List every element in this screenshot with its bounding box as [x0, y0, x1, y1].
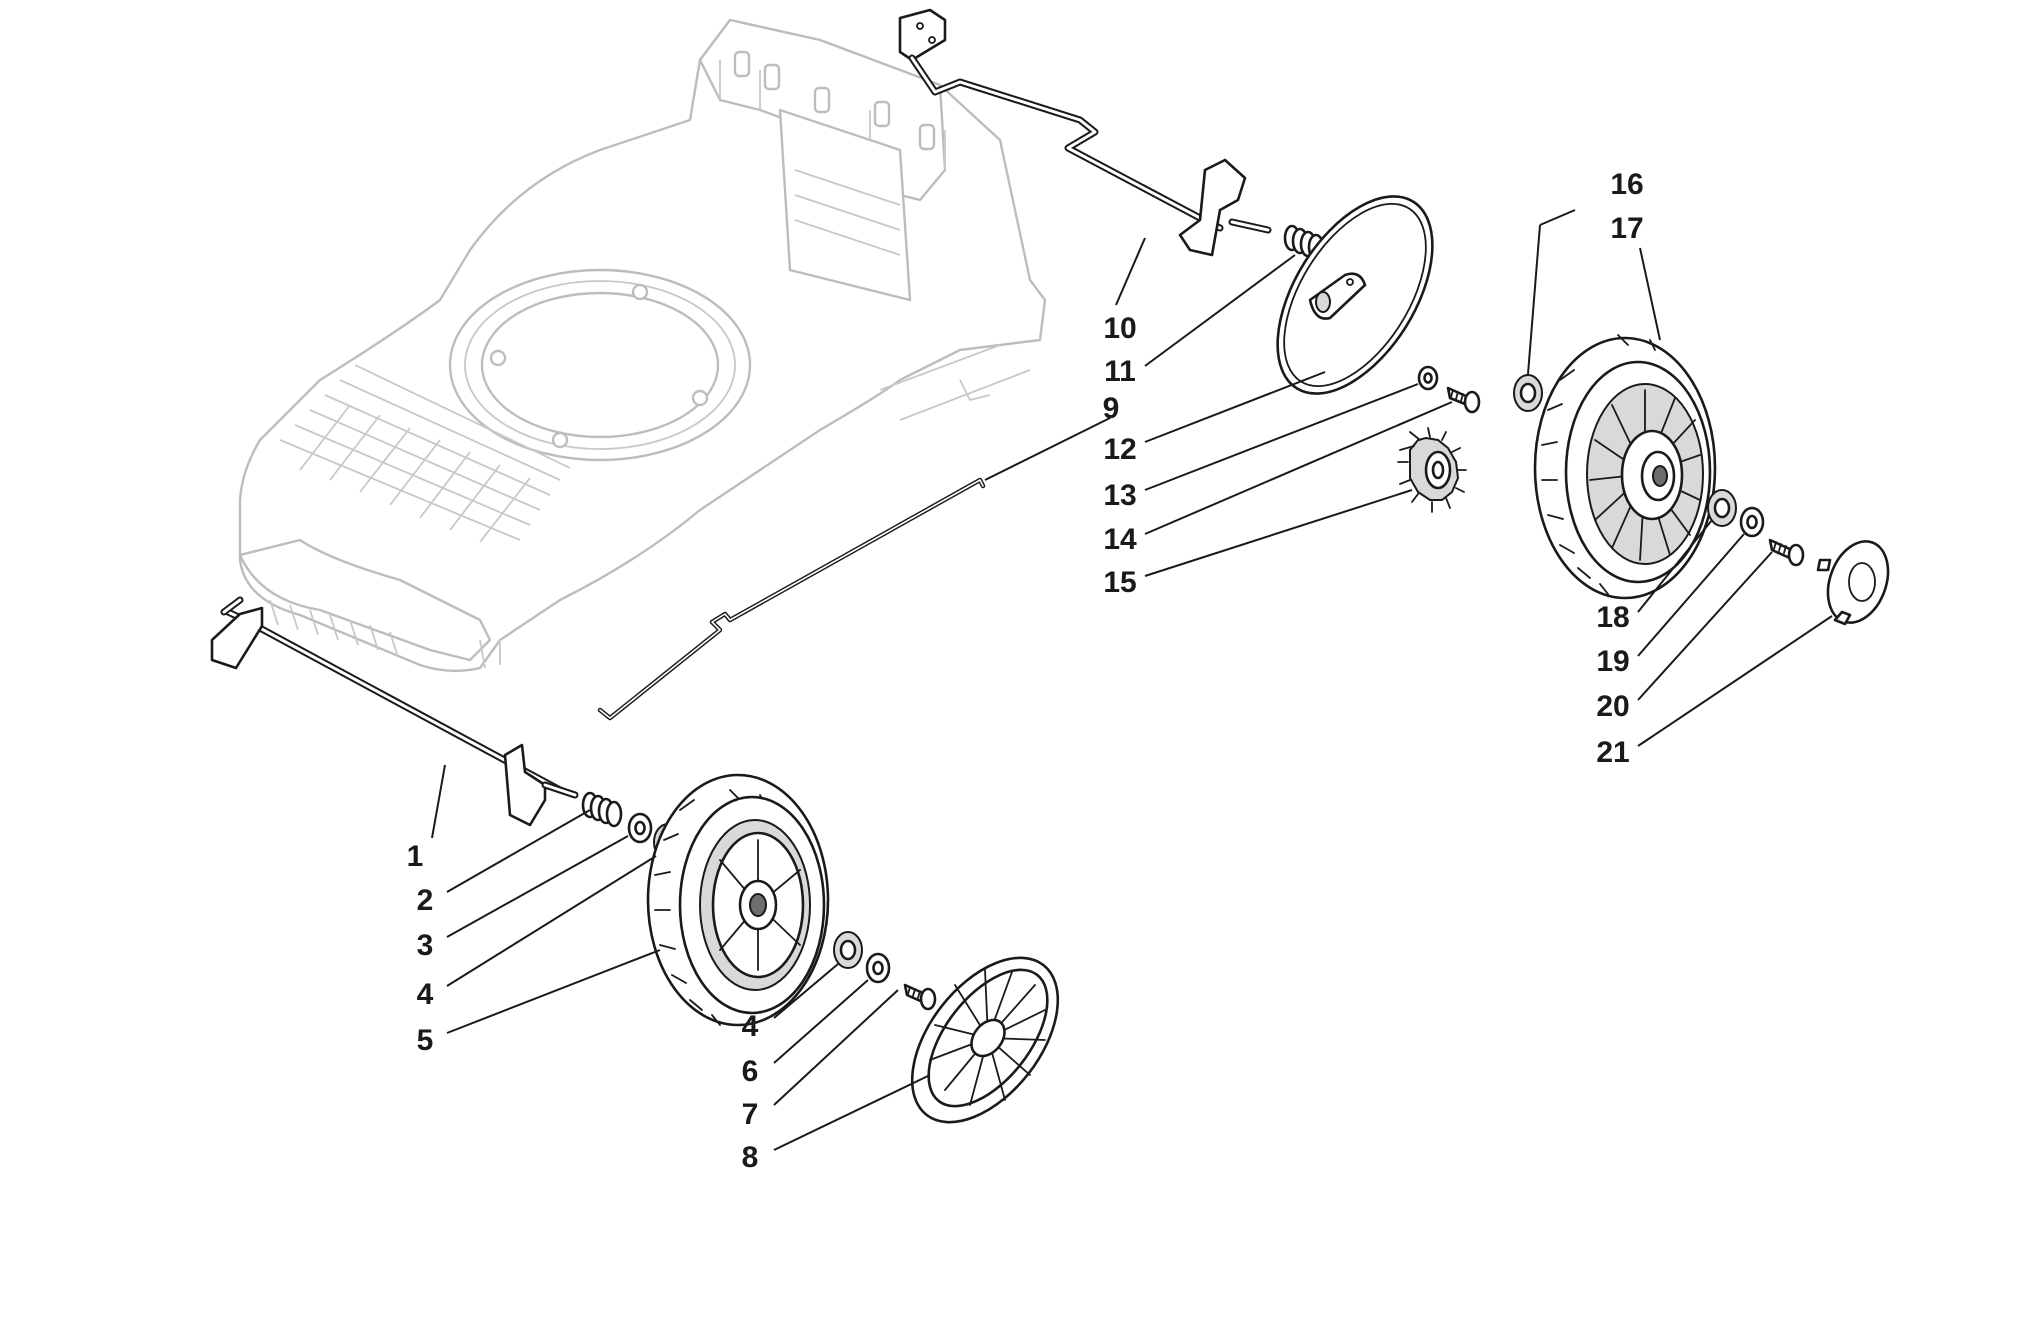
front-washer	[627, 812, 653, 844]
rear-outer-washer	[1739, 506, 1765, 538]
callout-12: 12	[1103, 433, 1136, 466]
callout-5: 5	[417, 1024, 434, 1057]
height-link-wire	[597, 477, 986, 721]
callout-18: 18	[1596, 601, 1629, 634]
rear-bearing-inner	[1513, 374, 1543, 412]
leader-lines	[431, 209, 1833, 1151]
callout-6: 6	[742, 1055, 759, 1088]
rear-small-washer	[1417, 365, 1439, 391]
callout-9: 9	[1103, 392, 1120, 425]
callout-3: 3	[417, 929, 434, 962]
front-spring	[581, 791, 623, 828]
front-hub-cap	[910, 956, 1060, 1124]
callout-8: 8	[742, 1141, 759, 1174]
callout-2: 2	[417, 884, 434, 917]
callout-4b: 4	[742, 1010, 759, 1043]
rear-pinion-gear	[1397, 427, 1467, 513]
callout-19: 19	[1596, 645, 1629, 678]
callout-21: 21	[1596, 736, 1629, 769]
front-axle-rod	[210, 596, 579, 827]
front-wheel	[646, 773, 830, 1027]
rear-wheel	[1533, 334, 1717, 600]
front-wheel-bolt	[903, 983, 937, 1011]
callout-20: 20	[1596, 690, 1629, 723]
front-outer-washer	[865, 952, 891, 984]
callout-11: 11	[1104, 355, 1136, 388]
rear-gear-bolt	[1446, 386, 1481, 414]
callout-15: 15	[1103, 566, 1136, 599]
callout-14: 14	[1103, 523, 1137, 556]
rear-bearing-outer	[1707, 489, 1737, 527]
callout-1: 1	[407, 840, 424, 873]
callout-7: 7	[742, 1098, 759, 1131]
callout-labels: 1 2 3 4 5 4 6 7 8 9 10 11 12 13 14 15 16…	[407, 168, 1644, 1174]
callout-16: 16	[1610, 168, 1643, 201]
callout-17: 17	[1610, 212, 1643, 245]
rear-axle-rod	[898, 8, 1272, 257]
callout-13: 13	[1103, 479, 1136, 512]
callout-4a: 4	[417, 978, 434, 1011]
mower-deck	[238, 18, 1047, 673]
rear-hub-cap	[1816, 540, 1890, 626]
front-bearing-outer	[833, 931, 863, 969]
rear-wheel-bolt	[1768, 538, 1805, 567]
callout-10: 10	[1103, 312, 1136, 345]
